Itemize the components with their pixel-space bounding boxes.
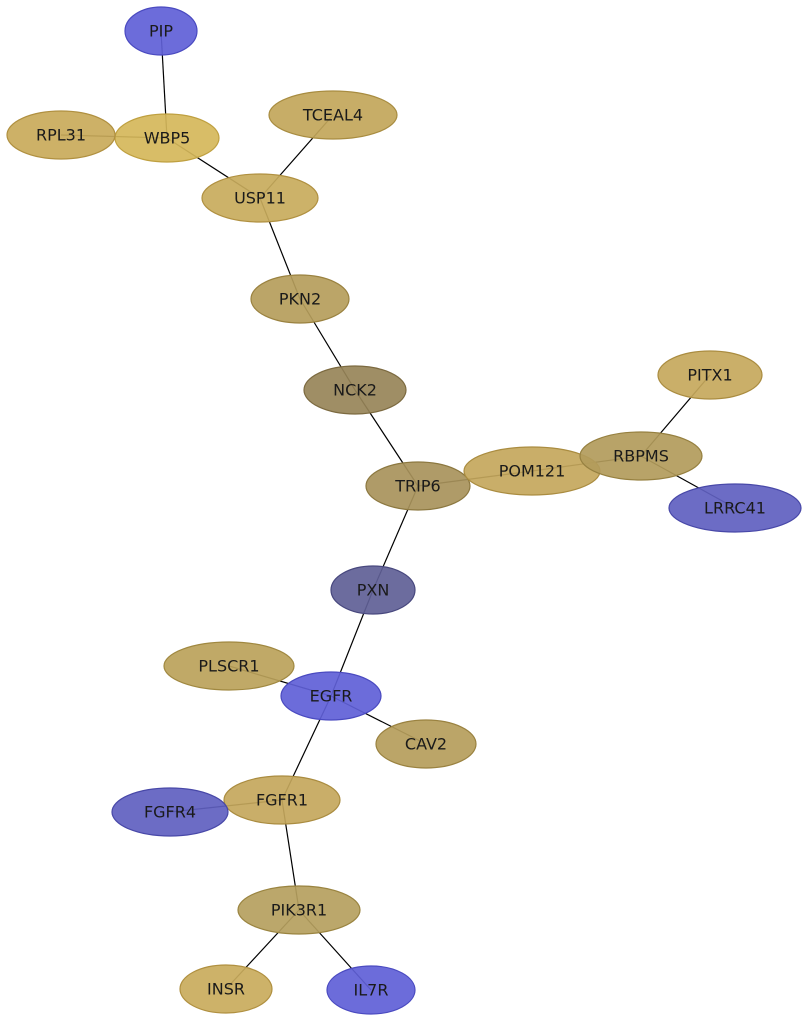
node-shape-tceal4 (268, 90, 398, 140)
node-usp11[interactable]: USP11 (201, 173, 319, 223)
node-wbp5[interactable]: WBP5 (114, 113, 220, 163)
node-shape-pkn2 (250, 274, 350, 324)
node-label-tceal4: TCEAL4 (302, 106, 363, 125)
node-label-trip6: TRIP6 (394, 477, 440, 496)
node-il7r[interactable]: IL7R (326, 965, 416, 1015)
node-lrrc41[interactable]: LRRC41 (668, 483, 802, 533)
node-fgfr4[interactable]: FGFR4 (111, 787, 229, 837)
node-label-wbp5: WBP5 (144, 129, 191, 148)
node-pxn[interactable]: PXN (330, 565, 416, 615)
node-label-fgfr1: FGFR1 (256, 791, 308, 810)
node-pom121[interactable]: POM121 (463, 446, 601, 496)
node-shape-insr (179, 964, 273, 1014)
node-shape-il7r (326, 965, 416, 1015)
node-shape-lrrc41 (668, 483, 802, 533)
node-label-cav2: CAV2 (405, 735, 447, 754)
node-label-insr: INSR (207, 980, 245, 999)
node-label-pxn: PXN (357, 581, 390, 600)
node-trip6[interactable]: TRIP6 (365, 461, 471, 511)
node-shape-pip (124, 6, 198, 56)
node-shape-pxn (330, 565, 416, 615)
node-shape-rpl31 (6, 110, 116, 160)
node-label-pik3r1: PIK3R1 (271, 901, 327, 920)
node-label-pkn2: PKN2 (279, 290, 321, 309)
node-shape-trip6 (365, 461, 471, 511)
node-label-nck2: NCK2 (333, 381, 377, 400)
node-shape-fgfr1 (223, 775, 341, 825)
node-rpl31[interactable]: RPL31 (6, 110, 116, 160)
node-pitx1[interactable]: PITX1 (657, 350, 763, 400)
node-pik3r1[interactable]: PIK3R1 (237, 885, 361, 935)
node-label-fgfr4: FGFR4 (144, 803, 196, 822)
node-egfr[interactable]: EGFR (280, 671, 382, 721)
node-label-egfr: EGFR (310, 687, 353, 706)
node-label-rpl31: RPL31 (36, 126, 86, 145)
node-shape-pik3r1 (237, 885, 361, 935)
node-shape-rbpms (579, 431, 703, 481)
node-tceal4[interactable]: TCEAL4 (268, 90, 398, 140)
node-label-pom121: POM121 (499, 462, 566, 481)
node-label-lrrc41: LRRC41 (704, 499, 766, 518)
node-fgfr1[interactable]: FGFR1 (223, 775, 341, 825)
node-shape-usp11 (201, 173, 319, 223)
node-insr[interactable]: INSR (179, 964, 273, 1014)
node-label-il7r: IL7R (354, 981, 389, 1000)
node-label-usp11: USP11 (234, 189, 286, 208)
node-pip[interactable]: PIP (124, 6, 198, 56)
edges-layer (60, 30, 736, 991)
node-label-rbpms: RBPMS (613, 447, 669, 466)
node-shape-pitx1 (657, 350, 763, 400)
node-cav2[interactable]: CAV2 (375, 719, 477, 769)
node-plscr1[interactable]: PLSCR1 (163, 641, 295, 691)
node-pkn2[interactable]: PKN2 (250, 274, 350, 324)
node-shape-egfr (280, 671, 382, 721)
node-label-pitx1: PITX1 (687, 366, 732, 385)
node-nck2[interactable]: NCK2 (303, 365, 407, 415)
node-rbpms[interactable]: RBPMS (579, 431, 703, 481)
node-shape-nck2 (303, 365, 407, 415)
node-shape-plscr1 (163, 641, 295, 691)
node-shape-fgfr4 (111, 787, 229, 837)
node-shape-cav2 (375, 719, 477, 769)
node-label-pip: PIP (149, 22, 173, 41)
node-label-plscr1: PLSCR1 (198, 657, 259, 676)
